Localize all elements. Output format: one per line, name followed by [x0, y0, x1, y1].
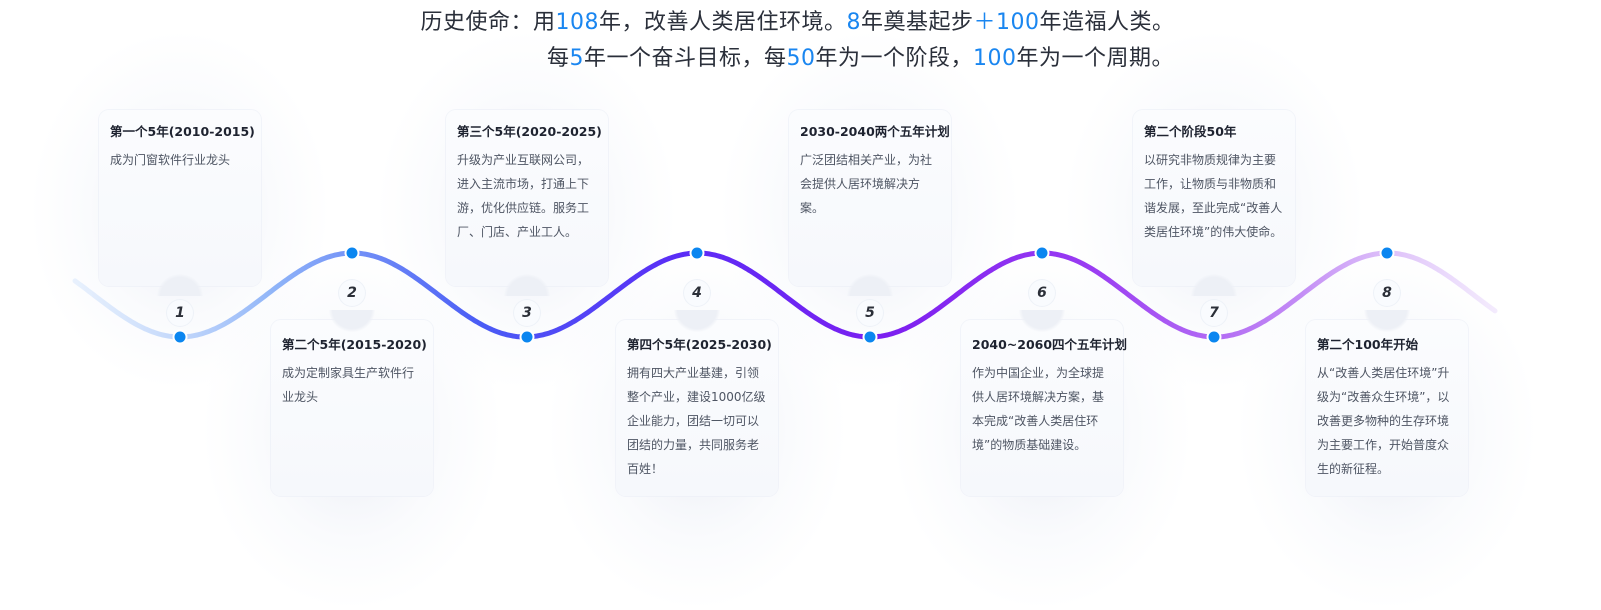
timeline-card-description: 拥有四大产业基建，引领整个产业，建设1000亿级企业能力，团结一切可以团结的力量… [627, 366, 766, 476]
step-number-badge: 6 [1029, 280, 1055, 306]
timeline-card-2: 第二个5年(2015-2020) 成为定制家具生产软件行业龙头 [271, 310, 433, 496]
card-notch [1364, 310, 1410, 332]
card-notch [847, 274, 893, 296]
timeline-card-title: 第二个阶段50年 [1144, 124, 1237, 139]
timeline-card-title: 2040~2060四个五年计划 [972, 337, 1128, 352]
timeline-card-3: 第三个5年(2020-2025) 升级为产业互联网公司，进入主流市场，打通上下游，… [446, 110, 608, 296]
headline-highlight-number: 100 [973, 46, 1017, 71]
step-number-badge: 4 [684, 280, 710, 306]
timeline-card-description: 成为定制家具生产软件行业龙头 [282, 366, 415, 404]
card-notch [674, 310, 720, 332]
timeline-node-dot [1381, 247, 1393, 259]
timeline-node-dot [864, 331, 876, 343]
headline-highlight-number: 50 [786, 46, 816, 71]
timeline-card-title: 第四个5年(2025-2030) [627, 337, 772, 352]
step-number-badge: 1 [167, 300, 193, 326]
headline-text: 年为一个周期。 [1016, 46, 1175, 71]
mission-headline-line-2: 每5年一个奋斗目标，每50年为一个阶段，100年为一个周期。 [60, 40, 1601, 72]
timeline-node-dot [521, 331, 533, 343]
timeline-card-description: 升级为产业互联网公司，进入主流市场，打通上下游，优化供应链。服务工厂、门店、产业… [457, 153, 590, 239]
timeline-node-dot [1036, 247, 1048, 259]
timeline-node-dot [346, 247, 358, 259]
timeline-card-description: 从“改善人类居住环境”升级为“改善众生环境”，以改善更多物种的生存环境为主要工作… [1317, 366, 1450, 476]
headline-highlight-number: ＋100 [973, 10, 1040, 35]
headline-text: 年为一个阶段， [815, 46, 974, 71]
timeline-card-7: 第二个阶段50年以研究非物质规律为主要工作，让物质与非物质和谐发展，至此完成“改… [1133, 110, 1295, 296]
timeline-card-5: 2030-2040两个五年计划广泛团结相关产业，为社会提供人居环境解决方案。 [789, 110, 951, 296]
headline-highlight-number: 108 [555, 10, 599, 35]
headline-text: 年造福人类。 [1039, 10, 1175, 35]
mission-headline-line-1: 历史使命：用108年，改善人类居住环境。8年奠基起步＋100年造福人类。 [0, 4, 1598, 36]
timeline-node-dot [691, 247, 703, 259]
timeline-card-title: 第二个100年开始 [1317, 337, 1419, 352]
headline-highlight-number: 8 [846, 10, 861, 35]
timeline-card-title: 2030-2040两个五年计划 [800, 124, 950, 139]
headline-text: 每 [546, 46, 570, 71]
card-notch [1019, 310, 1065, 332]
timeline-card-1: 第一个5年(2010-2015) 成为门窗软件行业龙头 [99, 110, 261, 296]
step-number-badge: 7 [1201, 300, 1227, 326]
timeline-card-4: 第四个5年(2025-2030) 拥有四大产业基建，引领整个产业，建设1000亿级… [616, 310, 778, 496]
timeline-node-dot [174, 331, 186, 343]
card-notch [157, 274, 203, 296]
headline-text: 历史使命：用 [420, 10, 556, 35]
timeline-card-description: 成为门窗软件行业龙头 [110, 153, 231, 167]
headline-text: 年，改善人类居住环境。 [598, 10, 847, 35]
step-number-badge: 3 [514, 300, 540, 326]
timeline-card-description: 作为中国企业，为全球提供人居环境解决方案，基本完成“改善人类居住环境”的物质基础… [972, 366, 1105, 452]
headline-text: 年奠基起步 [861, 10, 974, 35]
card-notch [504, 274, 550, 296]
timeline-card-description: 广泛团结相关产业，为社会提供人居环境解决方案。 [800, 153, 933, 215]
step-number-badge: 8 [1374, 280, 1400, 306]
timeline-card-8: 第二个100年开始从“改善人类居住环境”升级为“改善众生环境”，以改善更多物种的… [1306, 310, 1468, 496]
step-number-badge: 2 [339, 280, 365, 306]
timeline-card-6: 2040~2060四个五年计划作为中国企业，为全球提供人居环境解决方案，基本完成… [961, 310, 1128, 496]
headline-highlight-number: 5 [569, 46, 584, 71]
card-notch [1191, 274, 1237, 296]
card-notch [329, 310, 375, 332]
timeline-card-title: 第二个5年(2015-2020) [282, 337, 427, 352]
timeline-card-description: 以研究非物质规律为主要工作，让物质与非物质和谐发展，至此完成“改善人类居住环境”… [1144, 153, 1283, 239]
timeline-card-title: 第一个5年(2010-2015) [110, 124, 255, 139]
timeline-wave-path [72, 250, 1498, 340]
step-number-badge: 5 [857, 300, 883, 326]
headline-text: 年一个奋斗目标，每 [583, 46, 787, 71]
timeline-node-dot [1208, 331, 1220, 343]
timeline-card-title: 第三个5年(2020-2025) [457, 124, 602, 139]
